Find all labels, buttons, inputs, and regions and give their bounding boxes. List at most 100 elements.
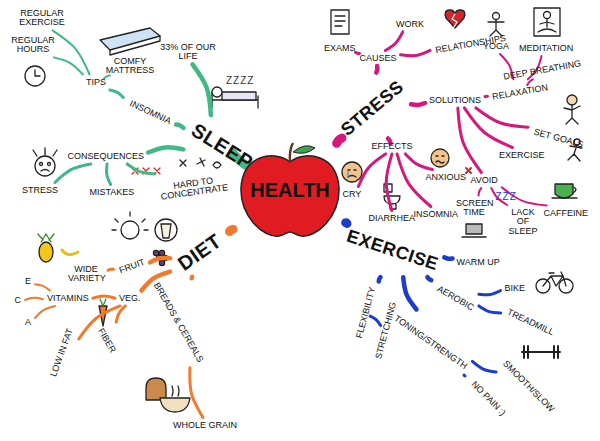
- branch-line: [189, 277, 194, 279]
- topic-label: BREADS & CEREALS: [150, 279, 207, 366]
- coffee-cup: [552, 184, 577, 198]
- branch-line: [464, 108, 512, 148]
- branch-line: [229, 229, 233, 231]
- topic-label: NO PAIN :): [467, 377, 509, 419]
- topic-text: ANXIOUS: [424, 172, 469, 183]
- bed-icon: [212, 87, 258, 108]
- branch-line: [427, 277, 431, 280]
- sleep-zzz: ZZZ: [496, 191, 517, 202]
- topic-text: 33% OF OUR LIFE: [157, 42, 219, 63]
- stressed-face: [33, 148, 57, 176]
- bread-bowl-icon: [146, 378, 190, 412]
- fruit-icon: [112, 212, 148, 239]
- topic-label: LACK OF SLEEP: [503, 207, 543, 237]
- branch-line: [379, 277, 381, 281]
- branch-title-text: DIET: [172, 228, 227, 276]
- branch-line: [176, 125, 183, 128]
- topic-text: VEG.: [117, 293, 143, 304]
- meditation-figure: [534, 8, 560, 36]
- topic-text: HARD TO CONCENTRATE: [157, 173, 231, 204]
- branch-line: [35, 306, 55, 318]
- topic-label: BIKE: [503, 283, 528, 294]
- topic-label: STRESS: [20, 185, 60, 196]
- topic-text: AVOID: [469, 175, 500, 186]
- branch-line: [356, 52, 360, 53]
- topic-label: TREADMILL: [503, 306, 557, 339]
- topic-text: FLEXIBILITY: [353, 283, 379, 341]
- topic-text: SET GOALS: [530, 126, 586, 151]
- topic-label: STRETCHING: [372, 299, 399, 362]
- topic-label: TIPS: [84, 77, 108, 88]
- breathing-person: [564, 95, 580, 124]
- branch-line: [148, 147, 183, 152]
- topic-label: WORK: [394, 19, 426, 30]
- topic-text: BIKE: [503, 283, 528, 294]
- topic-text: STRETCHING: [372, 299, 399, 362]
- banana-icon: [62, 250, 78, 255]
- topic-label: EFFECTS: [370, 141, 415, 152]
- topic-text: YOGA: [481, 41, 511, 52]
- topic-text: LOW IN FAT: [48, 325, 77, 380]
- branch-line: [150, 258, 170, 262]
- mattress-icon: [100, 28, 160, 50]
- topic-label: AEROBIC: [433, 282, 477, 314]
- topic-label: COMFY MATTRESS: [100, 56, 160, 77]
- topic-label: A: [23, 317, 33, 328]
- branch-line: [35, 284, 50, 290]
- topic-label: CONSEQUENCES: [66, 151, 147, 162]
- central-title: HEALTH: [248, 179, 332, 202]
- branch-line: [403, 277, 416, 309]
- topic-text: WHOLE GRAIN: [171, 420, 239, 431]
- topic-label: CRY: [341, 189, 364, 200]
- clock-icon: [25, 66, 45, 86]
- pineapple-icon: [38, 234, 54, 262]
- topic-text: TONING/STRENGTH: [389, 311, 470, 372]
- topic-text: INSOMNIA: [125, 97, 174, 128]
- branch-line: [25, 298, 43, 300]
- bike-icon: [536, 272, 573, 293]
- topic-label: REGULAR EXERCISE: [12, 8, 72, 29]
- branch-title: STRESS: [335, 75, 409, 142]
- broken-heart: [445, 10, 465, 28]
- topic-text: CONSEQUENCES: [66, 151, 147, 162]
- branch-title-text: STRESS: [335, 75, 409, 142]
- branch-title: DIET: [172, 228, 227, 276]
- topic-label: HARD TO CONCENTRATE: [157, 173, 231, 204]
- topic-text: STRESS: [20, 185, 60, 196]
- topic-label: WHOLE GRAIN: [171, 420, 239, 431]
- topic-text: DIARRHEA: [367, 213, 418, 224]
- topic-text: A: [23, 317, 33, 328]
- topic-label: DIARRHEA: [367, 213, 418, 224]
- branch-line: [464, 375, 465, 376]
- topic-label: AVOID: [469, 175, 500, 186]
- topic-label: WARM UP: [455, 257, 502, 268]
- topic-text: WARM UP: [455, 257, 502, 268]
- branch-line: [127, 164, 155, 174]
- topic-label: C: [13, 295, 24, 306]
- branch-line: [110, 90, 124, 98]
- topic-label: 33% OF OUR LIFE: [157, 42, 219, 63]
- topic-label: FLEXIBILITY: [353, 283, 379, 341]
- topic-label: VITAMINS: [45, 293, 91, 304]
- topic-text: E: [23, 276, 33, 287]
- branch-line: [479, 188, 482, 196]
- topic-text: VITAMINS: [45, 293, 91, 304]
- topic-label: VEG.: [117, 293, 143, 304]
- branch-line: [386, 154, 392, 211]
- branch-line: [411, 103, 425, 105]
- topic-text: COMFY MATTRESS: [100, 56, 160, 77]
- topic-text: WIDE VARIETY: [66, 264, 106, 285]
- topic-text: AEROBIC: [433, 282, 477, 314]
- topic-text: SOLUTIONS: [427, 95, 483, 106]
- topic-label: YOGA: [481, 41, 511, 52]
- branch-line: [479, 306, 501, 313]
- avoid-cross: [466, 168, 471, 173]
- branch-line: [370, 316, 380, 325]
- topic-text: NO PAIN :): [467, 377, 509, 419]
- topic-label: INSOMNIA: [125, 97, 174, 128]
- topic-label: FRUIT: [115, 256, 148, 277]
- branch-line: [108, 269, 113, 270]
- branch-line: [472, 361, 496, 372]
- branch-line: [444, 257, 452, 258]
